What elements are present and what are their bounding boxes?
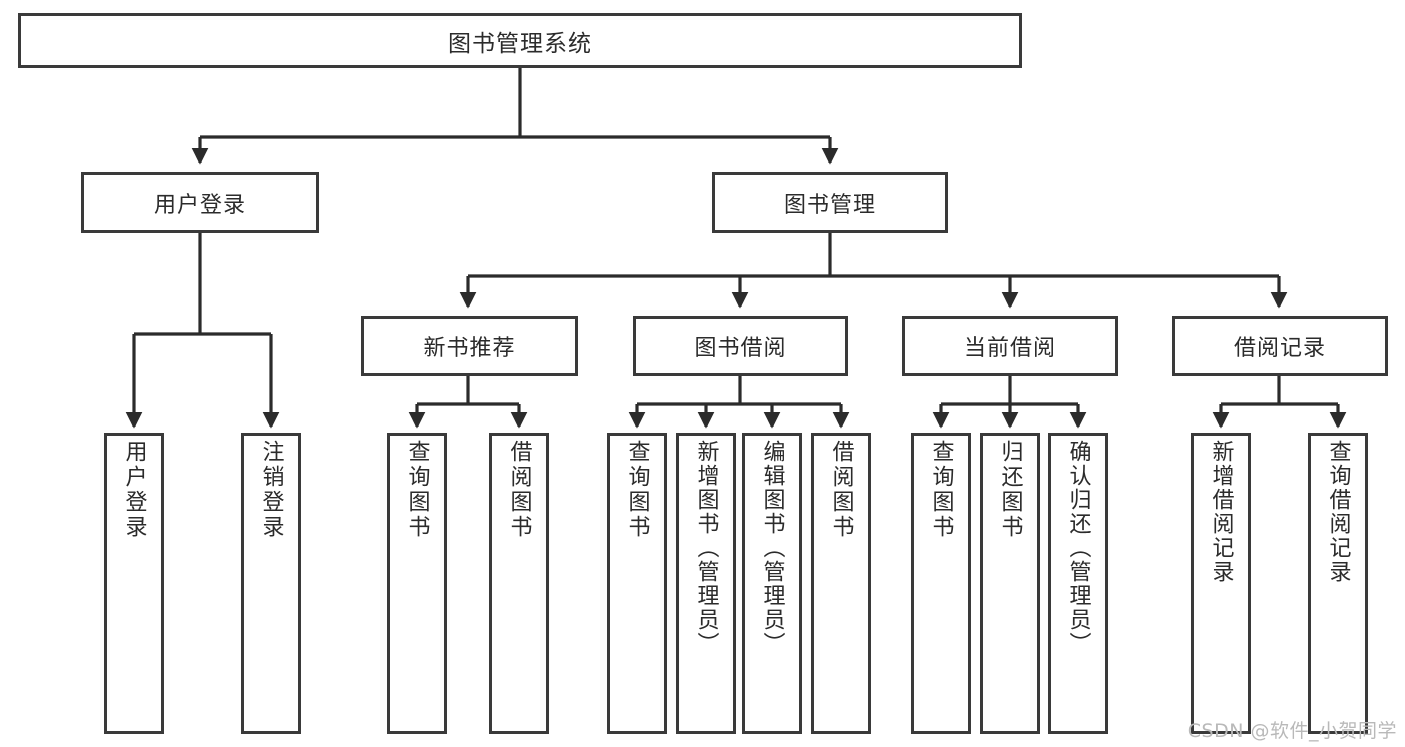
node-label: 归还图书 — [997, 440, 1023, 540]
leaf-current-borrow-confirm-return[interactable]: 确认归还（管理员） — [1048, 433, 1108, 734]
node-label: 确认归还（管理员） — [1065, 440, 1091, 656]
leaf-new-book-borrow[interactable]: 借阅图书 — [489, 433, 549, 734]
leaf-borrow-record-add[interactable]: 新增借阅记录 — [1191, 433, 1251, 734]
node-book-borrow[interactable]: 图书借阅 — [633, 316, 848, 376]
node-label: 图书借阅 — [694, 336, 787, 361]
leaf-current-borrow-return[interactable]: 归还图书 — [980, 433, 1040, 734]
leaf-book-borrow-add[interactable]: 新增图书（管理员） — [676, 433, 736, 734]
leaf-user-login-logout[interactable]: 注销登录 — [241, 433, 301, 734]
node-label: 图书管理系统 — [448, 30, 592, 57]
leaf-book-borrow-query[interactable]: 查询图书 — [607, 433, 667, 734]
node-label: 查询图书 — [928, 440, 954, 540]
leaf-new-book-query[interactable]: 查询图书 — [387, 433, 447, 734]
node-label: 用户登录 — [153, 192, 246, 218]
node-label: 新书推荐 — [423, 336, 516, 361]
node-label: 查询图书 — [624, 440, 650, 540]
node-label: 注销登录 — [258, 440, 284, 540]
node-root-system[interactable]: 图书管理系统 — [18, 13, 1022, 68]
node-label: 新增图书（管理员） — [693, 440, 719, 656]
node-label: 借阅记录 — [1233, 336, 1326, 361]
leaf-user-login-login[interactable]: 用户登录 — [104, 433, 164, 734]
node-borrow-record[interactable]: 借阅记录 — [1172, 316, 1388, 376]
node-label: 图书管理 — [783, 192, 876, 218]
node-label: 查询图书 — [404, 440, 430, 540]
node-label: 借阅图书 — [506, 440, 532, 540]
node-user-login[interactable]: 用户登录 — [81, 172, 319, 233]
leaf-book-borrow-borrow[interactable]: 借阅图书 — [811, 433, 871, 734]
node-label: 新增借阅记录 — [1208, 440, 1234, 584]
leaf-borrow-record-query[interactable]: 查询借阅记录 — [1308, 433, 1368, 734]
node-label: 借阅图书 — [828, 440, 854, 540]
node-label: 查询借阅记录 — [1325, 440, 1351, 584]
node-label: 当前借阅 — [963, 336, 1056, 361]
node-label: 用户登录 — [121, 440, 147, 540]
node-current-borrow[interactable]: 当前借阅 — [902, 316, 1118, 376]
node-book-management[interactable]: 图书管理 — [712, 172, 948, 233]
watermark: CSDN @软件_小贺同学 — [1187, 720, 1397, 742]
node-label: 编辑图书（管理员） — [759, 440, 785, 656]
node-new-book-recommend[interactable]: 新书推荐 — [361, 316, 578, 376]
leaf-current-borrow-query[interactable]: 查询图书 — [911, 433, 971, 734]
leaf-book-borrow-edit[interactable]: 编辑图书（管理员） — [742, 433, 802, 734]
